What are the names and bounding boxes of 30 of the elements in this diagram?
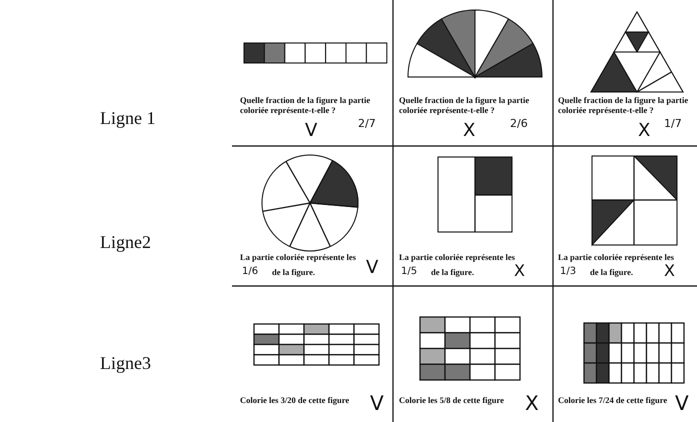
instruction-text: Colorie les 7/24 de cette figure <box>558 396 668 406</box>
answer-fraction: 2/6 <box>510 118 529 131</box>
check-mark: V <box>675 392 690 415</box>
answer-fraction: 2/7 <box>358 118 377 131</box>
row-label: Ligne2 <box>100 232 152 253</box>
answer-fraction: 1/5 <box>401 266 418 278</box>
row-label: Ligne3 <box>100 353 152 374</box>
cross-mark: X <box>664 262 676 280</box>
cross-mark: X <box>514 262 526 280</box>
sentence-text: La partie coloriée représente les <box>558 253 675 263</box>
sentence-text: de la figure. <box>590 268 634 278</box>
question-text: Quelle fraction de la figure la partie coloriée représente-t-elle ? <box>558 96 690 116</box>
cross-mark: X <box>463 121 476 142</box>
answer-fraction: 1/6 <box>242 266 260 278</box>
check-mark: V <box>370 392 385 415</box>
check-mark: V <box>305 121 318 142</box>
instruction-text: Colorie les 5/8 de cette figure <box>399 396 505 406</box>
check-mark: V <box>366 258 380 279</box>
sentence-text: La partie coloriée représente les <box>240 253 357 263</box>
question-text: Quelle fraction de la figure la partie coloriée représente-t-elle ? <box>240 96 372 116</box>
sentence-text: La partie coloriée représente les <box>399 253 516 263</box>
answer-fraction: 1/3 <box>560 266 578 278</box>
cross-mark: X <box>638 121 652 142</box>
instruction-text: Colorie les 3/20 de cette figure <box>240 396 350 406</box>
question-text: Quelle fraction de la figure la partie coloriée représente-t-elle ? <box>399 96 530 116</box>
cross-mark: X <box>525 392 540 415</box>
row-label: Ligne 1 <box>100 108 156 129</box>
sentence-text: de la figure. <box>272 268 316 278</box>
sentence-text: de la figure. <box>431 268 476 278</box>
answer-fraction: 1/7 <box>664 118 683 131</box>
